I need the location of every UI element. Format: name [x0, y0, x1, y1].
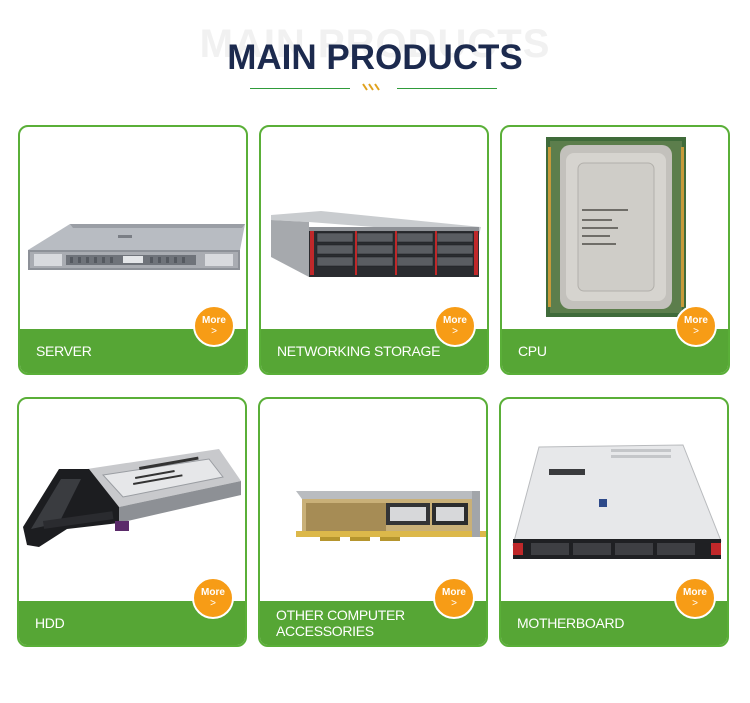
- product-label-bar: SERVER: [20, 329, 246, 373]
- product-label: HDD: [35, 615, 65, 631]
- chevron-ornament-icon: [362, 83, 380, 91]
- more-button-label: More: [684, 315, 708, 326]
- chevron-right-icon: >: [451, 598, 457, 609]
- more-button[interactable]: More >: [193, 305, 235, 347]
- more-button-label: More: [683, 587, 707, 598]
- product-label-bar: OTHER COMPUTER ACCESSORIES: [260, 601, 486, 645]
- product-label: CPU: [518, 343, 547, 359]
- chevron-right-icon: >: [452, 326, 458, 337]
- product-card-motherboard[interactable]: MOTHERBOARD More >: [499, 397, 729, 647]
- rack-server-image: [28, 224, 245, 270]
- product-card-other-computer-accessories[interactable]: OTHER COMPUTER ACCESSORIES More >: [258, 397, 488, 647]
- more-button[interactable]: More >: [433, 577, 475, 619]
- product-label-bar: MOTHERBOARD: [501, 601, 727, 645]
- cpu-chip-image: [546, 137, 686, 317]
- hard-drive-image: [23, 449, 241, 547]
- chevron-right-icon: >: [210, 598, 216, 609]
- product-card-hdd[interactable]: HDD More >: [17, 397, 247, 647]
- chevron-right-icon: >: [693, 326, 699, 337]
- storage-array-image: [271, 211, 481, 277]
- more-button[interactable]: More >: [434, 305, 476, 347]
- product-label: SERVER: [36, 343, 92, 359]
- product-label: OTHER COMPUTER ACCESSORIES: [276, 607, 405, 639]
- section-header: MAIN PRODUCTS MAIN PRODUCTS: [0, 0, 750, 110]
- product-card-server[interactable]: SERVER More >: [18, 125, 248, 375]
- product-card-networking-storage[interactable]: NETWORKING STORAGE More >: [259, 125, 489, 375]
- more-button[interactable]: More >: [674, 577, 716, 619]
- more-button-label: More: [442, 587, 466, 598]
- background-watermark-text: MAIN PRODUCTS: [199, 22, 551, 66]
- more-button[interactable]: More >: [192, 577, 234, 619]
- title-divider-left: [250, 88, 350, 89]
- product-label-bar: NETWORKING STORAGE: [261, 329, 487, 373]
- product-label: MOTHERBOARD: [517, 615, 625, 631]
- more-button[interactable]: More >: [675, 305, 717, 347]
- more-button-label: More: [443, 315, 467, 326]
- chevron-right-icon: >: [211, 326, 217, 337]
- product-card-cpu[interactable]: CPU More >: [500, 125, 730, 375]
- more-button-label: More: [201, 587, 225, 598]
- pcie-card-image: [296, 491, 486, 541]
- title-divider-right: [397, 88, 497, 89]
- product-label: NETWORKING STORAGE: [277, 343, 441, 359]
- page-title: MAIN PRODUCTS: [227, 38, 523, 77]
- chevron-right-icon: >: [692, 598, 698, 609]
- more-button-label: More: [202, 315, 226, 326]
- server-chassis-image: [512, 444, 722, 559]
